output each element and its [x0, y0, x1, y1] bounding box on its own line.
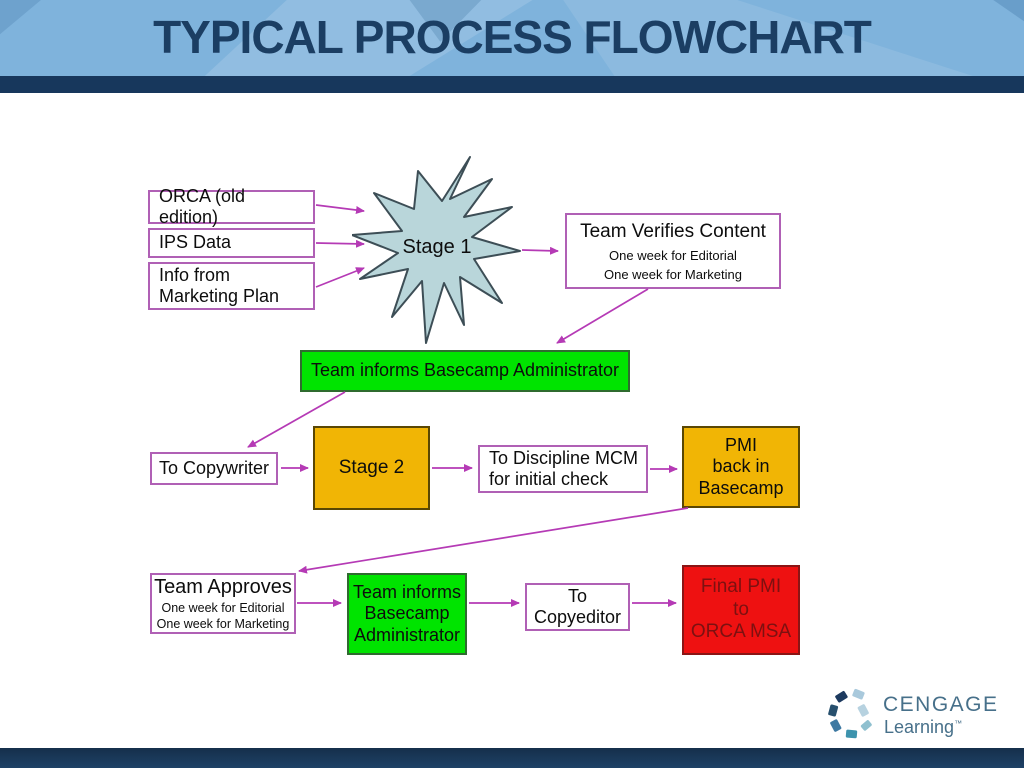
node-to-discipline-mcm: To Discipline MCM for initial check: [478, 445, 648, 493]
node-label: Stage 2: [338, 456, 405, 478]
stage1-label: Stage 1: [402, 236, 472, 258]
node-subtext: One week for Editorial: [161, 601, 285, 616]
node-label: Final PMI to ORCA MSA: [690, 576, 792, 643]
node-to-copywriter: To Copywriter: [150, 452, 278, 485]
node-title: Team Verifies Content: [580, 221, 766, 243]
node-label: ORCA (old edition): [159, 185, 246, 227]
node-label: Team informs Basecamp Administrator: [352, 582, 462, 645]
node-team-verifies-content: Team Verifies Content One week for Edito…: [565, 213, 781, 289]
node-label: IPS Data: [159, 232, 232, 253]
node-pmi-back-in-basecamp: PMI back in Basecamp: [682, 426, 800, 508]
node-label: Info from Marketing Plan: [159, 264, 280, 306]
logo-trademark: ™: [954, 719, 963, 728]
page-title: TYPICAL PROCESS FLOWCHART: [153, 11, 872, 63]
title-banner: TYPICAL PROCESS FLOWCHART: [0, 0, 1024, 76]
node-to-copyeditor: To Copyeditor: [525, 583, 630, 631]
node-team-informs-basecamp-admin-1: Team informs Basecamp Administrator: [300, 350, 630, 392]
stage1-starburst-shape: [352, 156, 521, 344]
node-info-from-marketing-plan: Info from Marketing Plan: [148, 262, 315, 310]
node-team-approves: Team Approves One week for Editorial One…: [150, 573, 296, 634]
logo-brand: CENGAGE: [883, 693, 999, 716]
arrow-pmi-to-approves: [298, 507, 689, 574]
node-label: To Discipline MCM for initial check: [489, 447, 639, 489]
node-stage2: Stage 2: [313, 426, 430, 510]
footer-stripe: [0, 748, 1024, 768]
logo-name-text: Learning: [884, 717, 955, 737]
logo-name: Learning™: [884, 718, 999, 736]
node-label: To Copywriter: [158, 457, 270, 478]
cengage-swirl-icon: [828, 688, 872, 739]
node-ips-data: IPS Data: [148, 228, 315, 258]
arrow-stage1-to-verifies: [521, 246, 559, 255]
cengage-learning-logo: CENGAGE Learning™: [826, 688, 999, 742]
header-divider-stripe: [0, 76, 1024, 93]
node-team-informs-basecamp-admin-2: Team informs Basecamp Administrator: [347, 573, 467, 655]
arrow-verifies-to-informs1: [556, 288, 649, 344]
logo-text: CENGAGE Learning™: [883, 694, 999, 736]
node-subtext: One week for Marketing: [603, 267, 742, 283]
node-label: To Copyeditor: [533, 585, 622, 627]
node-final-pmi-to-orca-msa: Final PMI to ORCA MSA: [682, 565, 800, 655]
node-subtext: One week for Editorial: [609, 247, 737, 263]
node-title: Team Approves: [154, 576, 292, 599]
node-orca-old-edition: ORCA (old edition): [148, 186, 315, 227]
node-label: Team informs Basecamp Administrator: [310, 360, 620, 381]
node-label: PMI back in Basecamp: [698, 435, 784, 498]
node-subtext: One week for Marketing: [156, 616, 290, 631]
